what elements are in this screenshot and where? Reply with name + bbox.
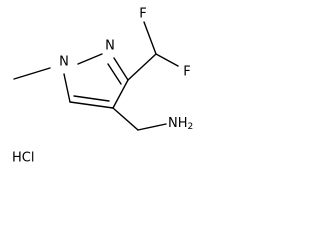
bond-c4-ch2 — [112, 107, 139, 131]
structure-diagram: N N F F NH2 HCl — [12, 7, 193, 166]
bond-c-f-right — [155, 53, 179, 67]
atom-labels: N N F F NH2 — [59, 7, 193, 133]
atom-f-right: F — [183, 65, 190, 80]
bond-methyl-n1 — [13, 67, 51, 80]
atom-n2: N — [105, 39, 115, 54]
atom-nh2-label: NH — [168, 116, 188, 131]
bond-n1-n2 — [77, 53, 103, 65]
atom-f-top: F — [139, 7, 146, 22]
bond-n2-c3-inner — [107, 63, 122, 85]
bond-c3-chf2 — [127, 53, 157, 81]
bonds — [13, 21, 179, 131]
bond-c5-n1 — [63, 73, 71, 103]
bond-c4-c5-inner — [73, 95, 110, 102]
bond-c3-c4 — [112, 79, 129, 109]
atom-nh2: NH2 — [168, 116, 193, 133]
salt-label: HCl — [12, 151, 34, 166]
bond-c4-c5 — [69, 101, 114, 109]
bond-n2-c3 — [113, 57, 129, 81]
atom-nh2-subscript: 2 — [188, 122, 194, 132]
atom-n1: N — [59, 55, 69, 70]
bond-ch2-nh2 — [137, 123, 167, 131]
bond-c-f-top — [143, 21, 157, 55]
